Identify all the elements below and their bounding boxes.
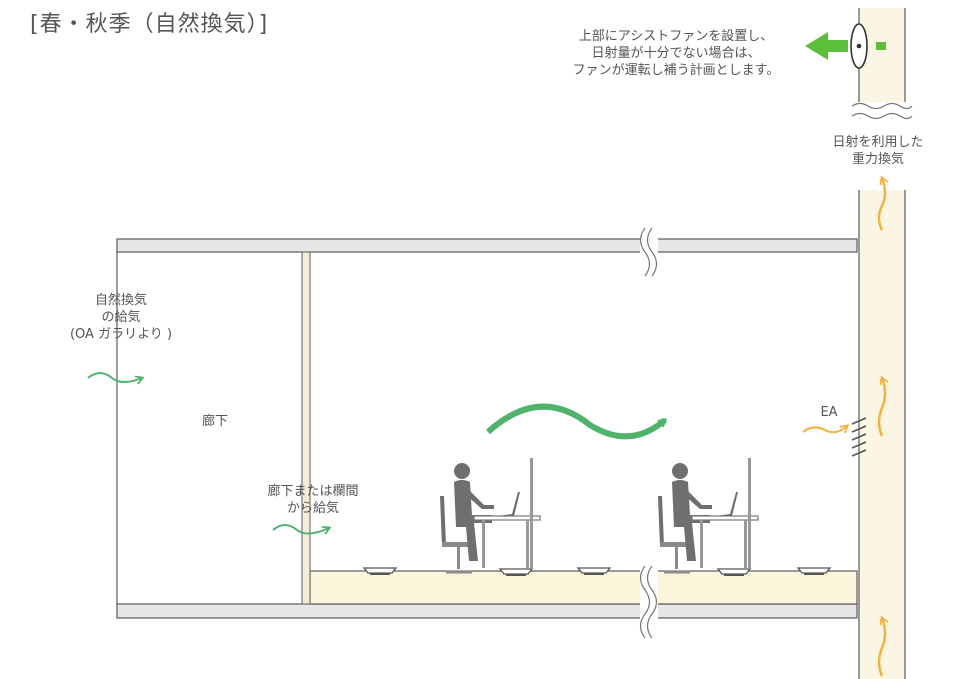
corridor-supply-line: 廊下または欄間 <box>267 484 359 499</box>
natural-supply-line: (OA ガラリより ) <box>69 327 173 342</box>
ceiling-slab <box>116 227 858 277</box>
updraft-arrow-icon <box>877 375 889 437</box>
updraft-arrow-icon <box>877 175 889 231</box>
gravity-vent-line: 重力換気 <box>851 152 904 167</box>
exhaust-shaft <box>851 8 913 679</box>
supply-arrow-icon <box>87 372 145 385</box>
gravity-vent-line: 日射を利用した <box>832 135 924 150</box>
fan-exhaust-arrow-icon <box>805 32 886 60</box>
desk-icon <box>691 457 759 569</box>
corridor-partition <box>301 251 311 605</box>
corridor-supply-label: 廊下または欄間 から給気 <box>238 483 388 517</box>
updraft-arrow-icon <box>877 615 889 677</box>
fan-note-line: ファンが運転し補う計画とします。 <box>572 63 780 78</box>
corridor-label: 廊下 <box>201 414 228 429</box>
room-airflow-arrow-icon <box>485 403 668 440</box>
natural-supply-line: 自然換気 <box>94 293 147 308</box>
natural-supply-label: 自然換気 の給気 (OA ガラリより ) <box>46 292 196 343</box>
exhaust-arrow-icon <box>802 424 850 434</box>
fan-note-line: 日射量が十分でない場合は、 <box>591 46 761 61</box>
louver-icon <box>851 417 867 457</box>
fan-note: 上部にアシストファンを設置し、 日射量が十分でない場合は、 ファンが運転し補う計… <box>526 28 826 79</box>
fan-note-line: 上部にアシストファンを設置し、 <box>578 29 774 44</box>
break-mark-icon <box>851 102 913 120</box>
workstation-2 <box>656 457 759 574</box>
natural-supply-line: の給気 <box>101 310 141 325</box>
exhaust-label: EA <box>820 405 838 420</box>
supply-arrow-icon <box>272 524 332 535</box>
gravity-vent-label: 日射を利用した 重力換気 <box>808 134 948 168</box>
diagram-title: [春・秋季（自然換気）] <box>30 12 269 37</box>
floor-slab <box>116 565 858 639</box>
corridor-supply-line: から給気 <box>286 501 339 516</box>
desk-icon <box>473 457 541 569</box>
fan-icon <box>850 23 868 69</box>
workstation-1 <box>438 457 541 574</box>
